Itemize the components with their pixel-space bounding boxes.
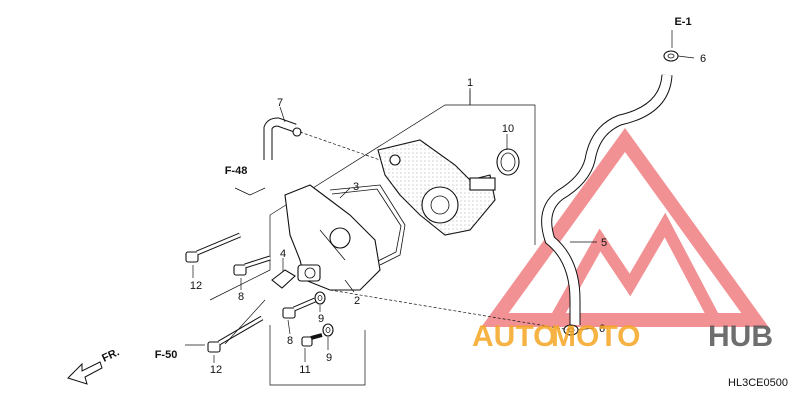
label-part-5: 5 (601, 237, 607, 249)
label-part-6-bottom: 6 (599, 323, 605, 335)
ref-f50: F-50 (155, 349, 178, 361)
label-part-4: 4 (280, 248, 286, 260)
bolt-8-upper (233, 255, 271, 276)
watermark-text: AUTO MOTO HUB (472, 320, 773, 353)
label-part-6-top: 6 (700, 53, 706, 65)
label-part-11: 11 (299, 364, 310, 376)
washer-9-lower (322, 323, 334, 337)
label-part-9-lower: 9 (326, 352, 332, 364)
watermark-logo (481, 128, 769, 327)
hose-7 (263, 117, 302, 160)
watermark-text-hub: HUB (708, 320, 773, 353)
label-part-7: 7 (277, 97, 283, 109)
label-part-12-upper: 12 (190, 280, 202, 292)
front-arrow-icon (67, 361, 103, 385)
label-part-8-upper: 8 (238, 291, 244, 303)
label-part-12-lower: 12 (210, 364, 222, 376)
gasket (329, 184, 406, 266)
washer-9-upper (314, 291, 326, 305)
watermark-text-moto: MOTO (551, 320, 640, 353)
assembly-frame (209, 90, 536, 386)
water-pump (377, 139, 496, 236)
label-part-3: 3 (353, 181, 359, 193)
hose-5 (541, 74, 673, 325)
clip (271, 269, 296, 289)
hose-clamp-bottom (563, 324, 579, 336)
label-part-1: 1 (467, 77, 473, 89)
bolt-12-upper (185, 232, 241, 263)
bolt-8-lower (282, 297, 316, 319)
front-label: FR. (100, 346, 121, 364)
diagram-code: HL3CE0500 (728, 377, 788, 389)
pump-cover (284, 184, 381, 291)
label-part-2: 2 (354, 295, 360, 307)
label-part-10: 10 (502, 123, 514, 135)
watermark-text-auto: AUTO (472, 320, 556, 353)
ref-f48: F-48 (225, 165, 248, 177)
bolt-11 (301, 333, 323, 347)
ref-e1: E-1 (674, 16, 691, 28)
hose-clamp-top (663, 50, 679, 62)
o-ring (496, 148, 520, 176)
label-part-9-upper: 9 (318, 313, 324, 325)
label-part-8-lower: 8 (287, 335, 293, 347)
leader-lines (185, 55, 695, 363)
bolt-12-lower (207, 315, 264, 353)
